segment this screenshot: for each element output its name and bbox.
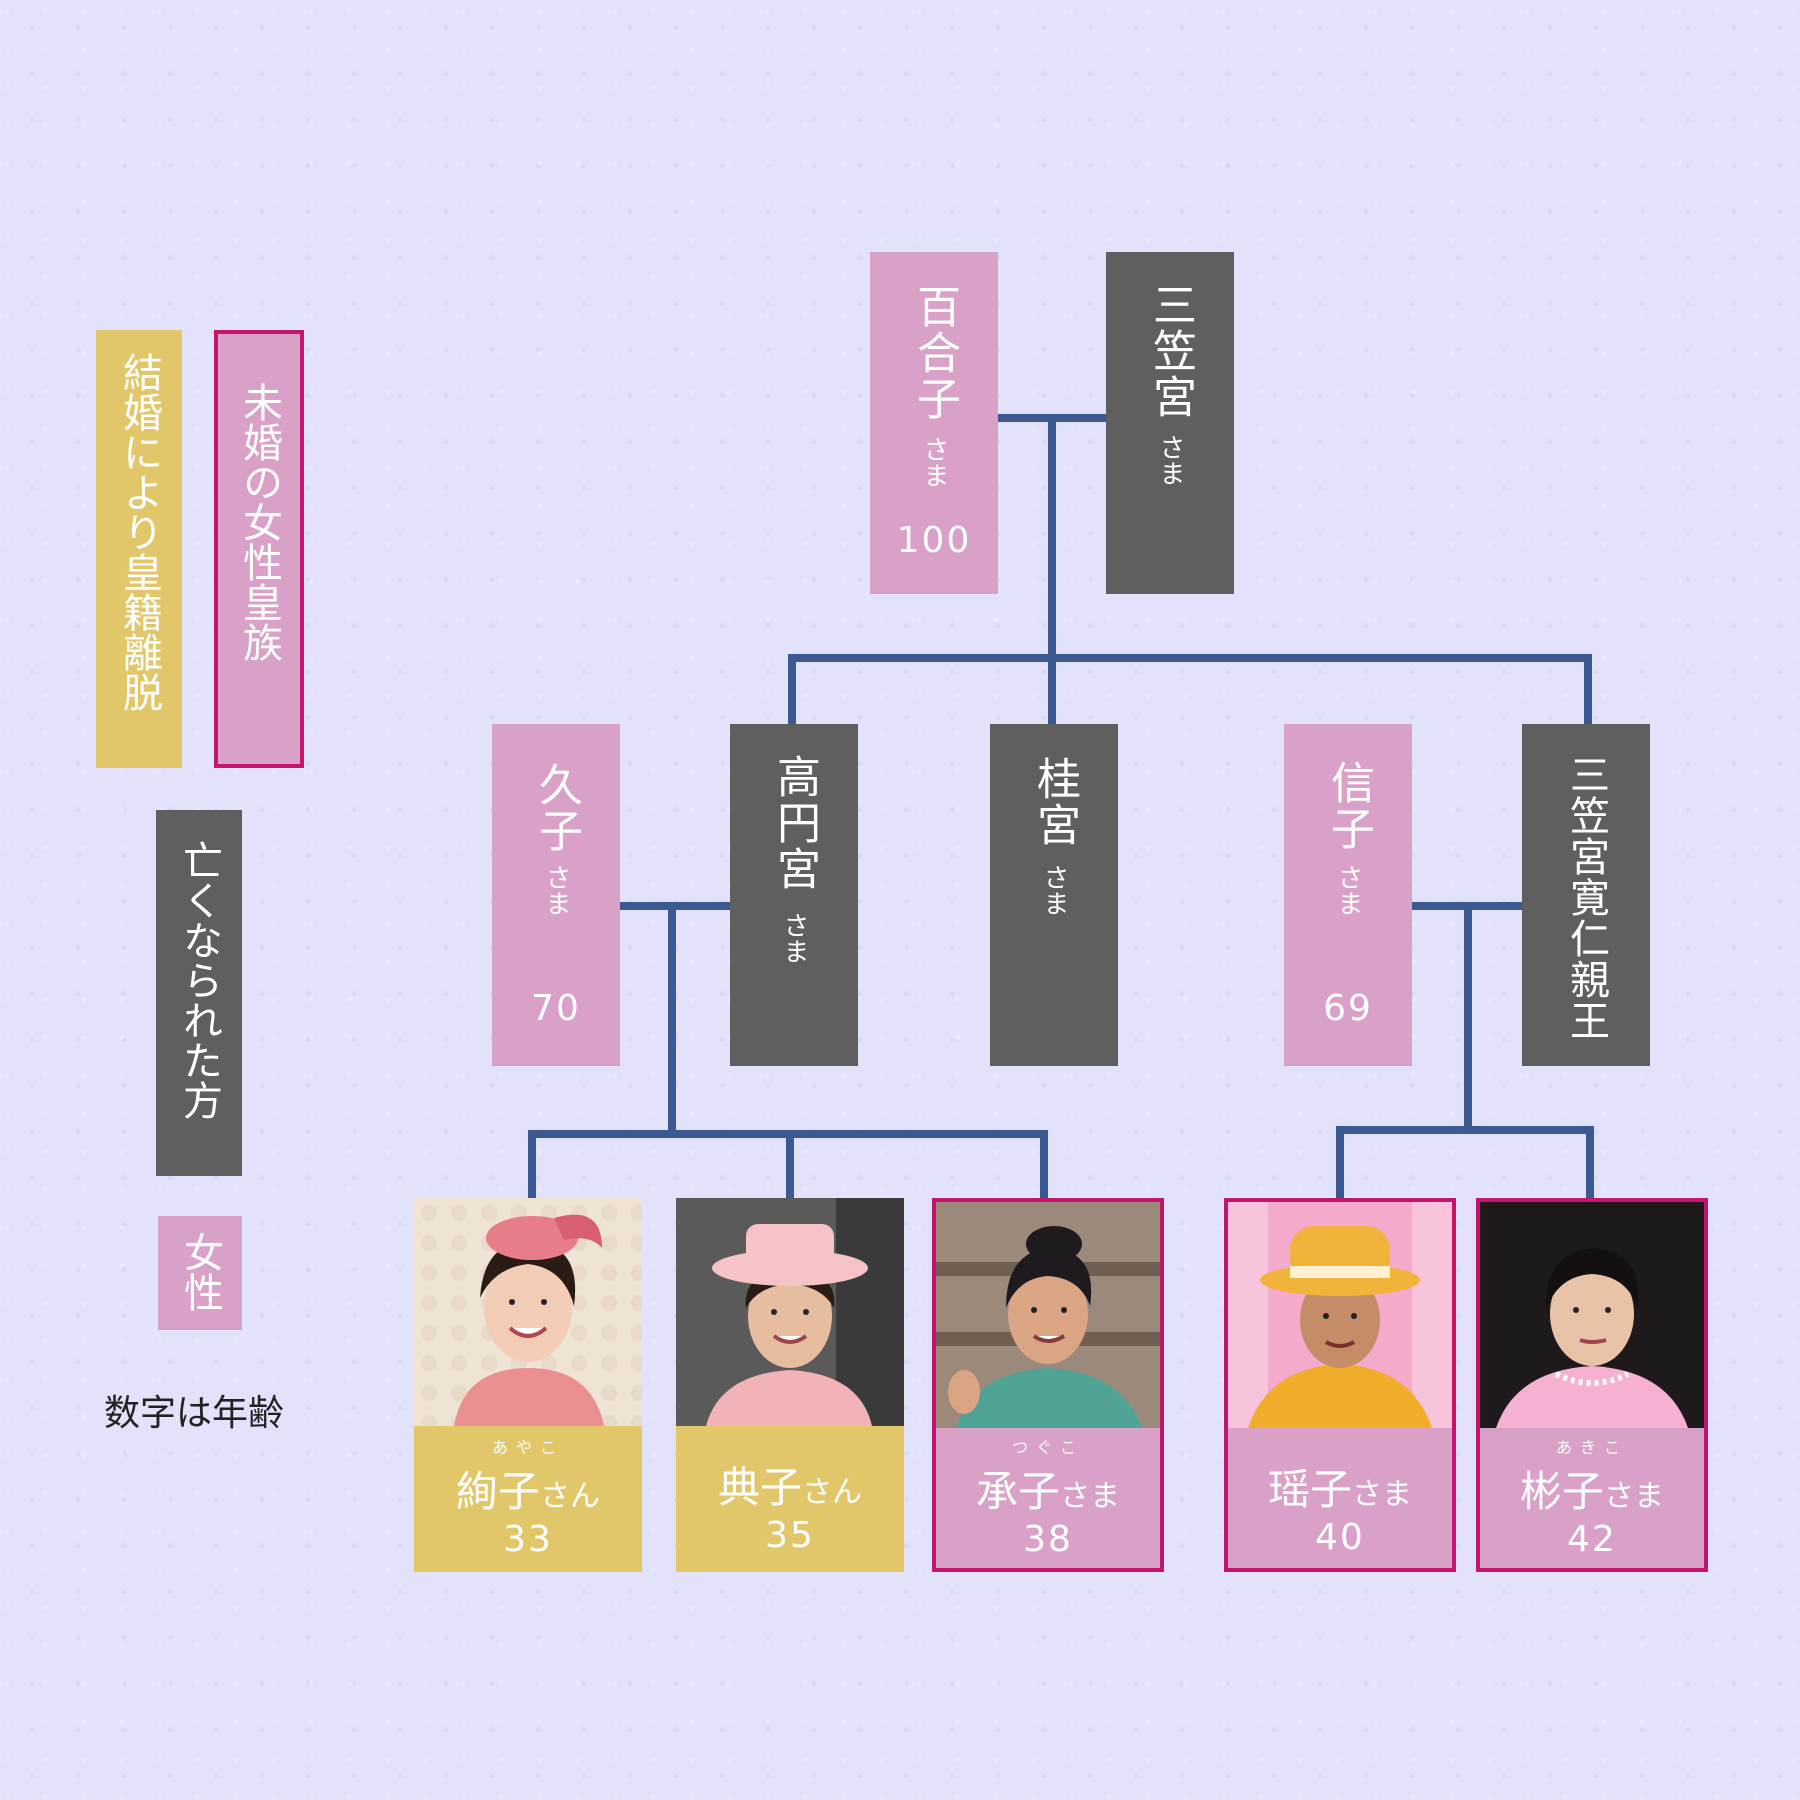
legend-unmarried: 未婚の女性皇族: [214, 330, 304, 768]
card-ayako: あやこ 絢子さん 33: [414, 1198, 642, 1572]
legend-deceased: 亡くなられた方: [156, 810, 242, 1176]
card-ayako-name: 絢子: [455, 1467, 540, 1516]
card-tsuguko-age: 38: [1023, 1519, 1073, 1560]
legend-married: 結婚により皇籍離脱: [96, 330, 182, 768]
legend-female-label: 女性: [177, 1232, 223, 1312]
card-ayako-label: あやこ 絢子さん 33: [414, 1434, 642, 1560]
legend-married-label: 結婚により皇籍離脱: [116, 352, 162, 712]
photo-tsuguko: [936, 1202, 1160, 1428]
person-takamado-honorific: さま: [779, 912, 809, 964]
card-tsuguko-furigana: つぐこ: [1011, 1438, 1084, 1457]
photo-noriko: [676, 1198, 904, 1426]
person-yuriko-name: 百合子: [909, 284, 960, 422]
card-ayako-furigana: あやこ: [491, 1438, 564, 1457]
person-mikasa-name: 三笠宮: [1145, 282, 1196, 420]
photo-ayako: [414, 1198, 642, 1426]
card-noriko: 典子さん 35: [676, 1198, 904, 1572]
card-akiko-age: 42: [1567, 1519, 1617, 1560]
card-akiko-label: あきこ 彬子さま 42: [1480, 1434, 1704, 1560]
person-mikasa-honorific: さま: [1155, 434, 1185, 486]
person-katsura-honorific: さま: [1039, 864, 1069, 916]
person-nobuko-age: 69: [1323, 988, 1373, 1029]
card-noriko-name: 典子: [717, 1463, 802, 1512]
person-nobuko: 信子 さま 69: [1284, 724, 1412, 1066]
person-katsura-name: 桂宮: [1029, 756, 1080, 848]
person-nobuko-honorific: さま: [1333, 864, 1363, 916]
legend-age-note: 数字は年齢: [104, 1393, 285, 1434]
card-tsuguko: つぐこ 承子さま 38: [932, 1198, 1164, 1572]
person-takamado-name: 高円宮: [769, 754, 820, 892]
card-yoko-name: 瑶子: [1267, 1465, 1352, 1514]
card-yoko-age: 40: [1315, 1517, 1365, 1558]
legend-unmarried-label: 未婚の女性皇族: [236, 382, 282, 662]
photo-yoko: [1228, 1202, 1452, 1428]
person-hisako: 久子 さま 70: [492, 724, 620, 1066]
person-hisako-name: 久子: [531, 762, 582, 854]
card-noriko-label: 典子さん 35: [676, 1454, 904, 1556]
card-akiko-honorific: さま: [1604, 1479, 1664, 1514]
card-ayako-honorific: さん: [540, 1479, 600, 1514]
card-noriko-age: 35: [765, 1515, 815, 1556]
card-tsuguko-honorific: さま: [1060, 1479, 1120, 1514]
person-yuriko-honorific: さま: [919, 436, 949, 488]
card-yoko-honorific: さま: [1352, 1477, 1412, 1512]
person-hisako-age: 70: [531, 988, 581, 1029]
person-tomohito: 三笠宮寛仁親王: [1522, 724, 1650, 1066]
person-hisako-honorific: さま: [541, 864, 571, 916]
card-noriko-honorific: さん: [802, 1475, 862, 1510]
person-yuriko-age: 100: [896, 520, 972, 561]
person-yuriko: 百合子 さま 100: [870, 252, 998, 594]
card-yoko: 瑶子さま 40: [1224, 1198, 1456, 1572]
card-yoko-label: 瑶子さま 40: [1228, 1456, 1452, 1558]
legend-deceased-label: 亡くなられた方: [176, 840, 222, 1120]
person-tomohito-name: 三笠宮寛仁親王: [1563, 754, 1609, 1041]
person-nobuko-name: 信子: [1323, 760, 1374, 852]
card-akiko-furigana: あきこ: [1555, 1438, 1628, 1457]
card-akiko-name: 彬子: [1519, 1467, 1604, 1516]
card-tsuguko-label: つぐこ 承子さま 38: [936, 1434, 1160, 1560]
legend-female: 女性: [158, 1216, 242, 1330]
card-tsuguko-name: 承子: [975, 1467, 1060, 1516]
card-ayako-age: 33: [503, 1519, 553, 1560]
photo-akiko: [1480, 1202, 1704, 1428]
person-katsura: 桂宮 さま: [990, 724, 1118, 1066]
card-akiko: あきこ 彬子さま 42: [1476, 1198, 1708, 1572]
person-takamado: 高円宮 さま: [730, 724, 858, 1066]
person-mikasa: 三笠宮 さま: [1106, 252, 1234, 594]
